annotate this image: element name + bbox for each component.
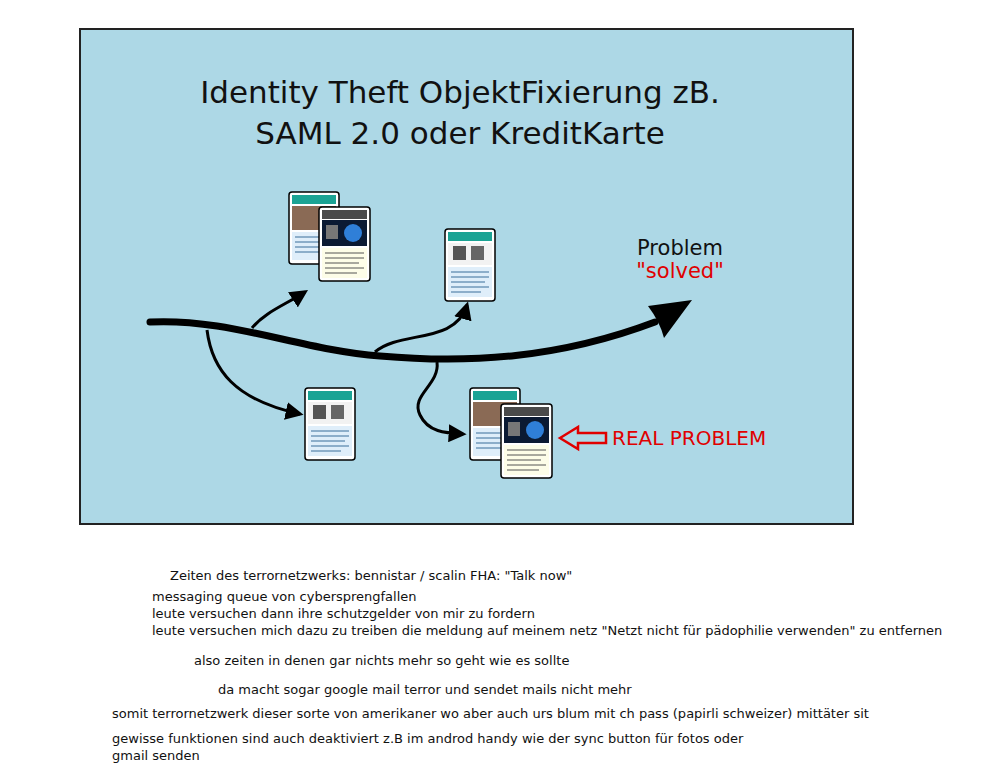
result-label: Problem <box>600 236 760 260</box>
note-line: also zeiten in denen gar nichts mehr so … <box>194 652 569 669</box>
note-line: somit terrornetzwerk dieser sorte von am… <box>112 705 869 722</box>
note-line: leute versuchen dann ihre schutzgelder v… <box>152 605 535 622</box>
diagram-title: Identity Theft ObjektFixierung zB. SAML … <box>180 72 740 154</box>
note-line: leute versuchen mich dazu zu treiben die… <box>152 622 942 639</box>
note-line: da macht sogar google mail terror und se… <box>218 681 632 698</box>
note-line: gewisse funktionen sind auch deaktiviert… <box>112 730 762 764</box>
note-line: messaging queue von cybersprengfallen <box>152 588 417 605</box>
note-line: Zeiten des terrornetzwerks: bennistar / … <box>170 567 572 584</box>
callout-label: REAL PROBLEM <box>612 426 766 450</box>
result-label: "solved" <box>600 259 760 283</box>
